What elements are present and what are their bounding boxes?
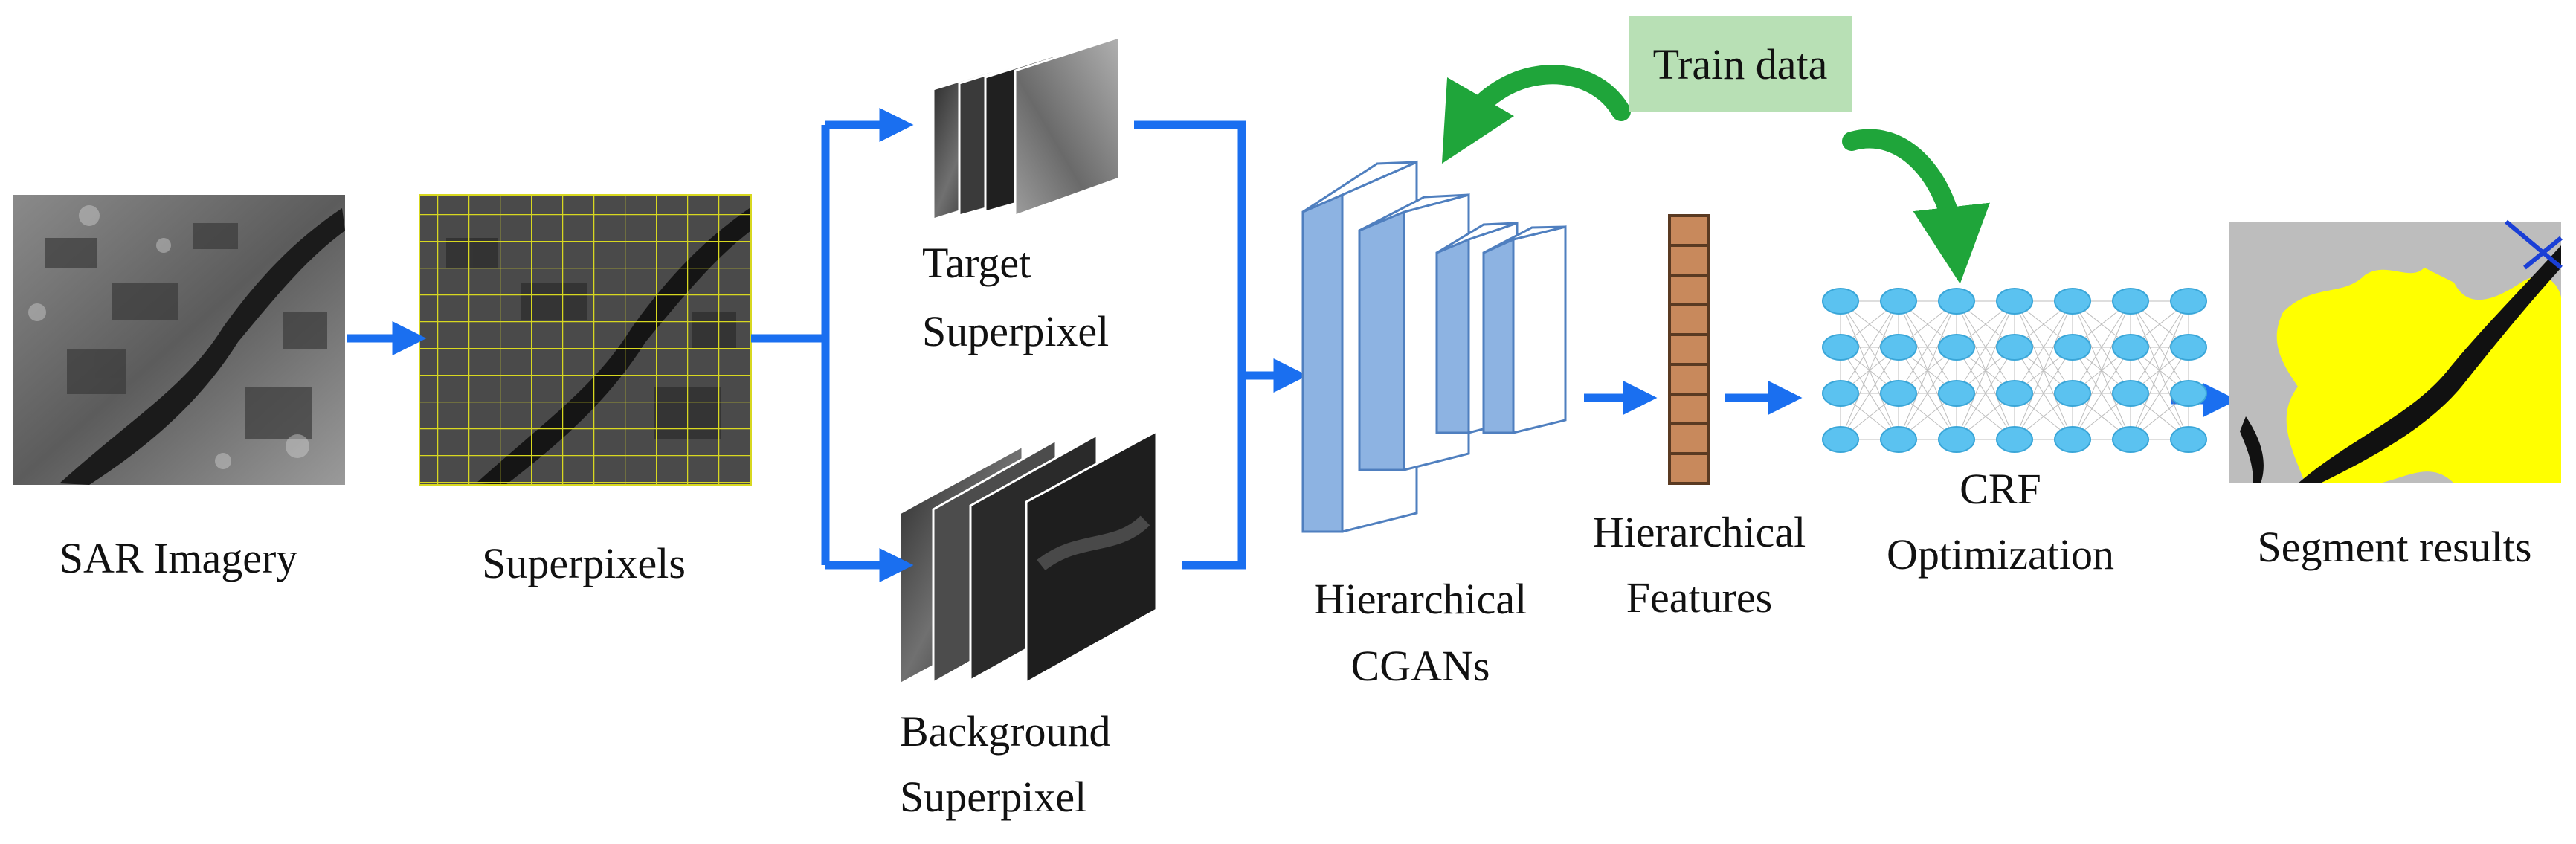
hierarchical-cgans-label-line2: CGANs xyxy=(1350,642,1490,690)
train-data-box: Train data xyxy=(1629,16,1852,112)
segment-results-image xyxy=(2229,219,2563,483)
crf-node xyxy=(2170,426,2207,453)
crf-node xyxy=(1880,426,1917,453)
crf-node xyxy=(1822,426,1859,453)
target-superpixel-label-line2: Superpixel xyxy=(922,307,1110,355)
crf-node xyxy=(2054,380,2091,407)
crf-node xyxy=(2170,380,2207,407)
superpixels-image xyxy=(419,194,752,486)
target-superpixel-label-line1: Target xyxy=(922,239,1031,287)
crf-node xyxy=(1938,426,1975,453)
crf-node xyxy=(2170,288,2207,315)
sar-imagery-label: SAR Imagery xyxy=(59,534,298,582)
target-superpixel-stack xyxy=(932,35,1121,222)
crf-node xyxy=(1996,288,2033,315)
flow-arrows xyxy=(347,107,2238,583)
crf-node xyxy=(1880,380,1917,407)
hierarchical-cgans-label-line1: Hierarchical xyxy=(1313,575,1527,623)
crf-network[interactable] xyxy=(1822,288,2207,453)
feedback-arrow-to-crf xyxy=(1842,129,1990,284)
merge-branch xyxy=(1134,120,1246,570)
crf-node xyxy=(2054,334,2091,361)
crf-node xyxy=(1996,426,2033,453)
background-superpixel-label-line1: Background xyxy=(900,707,1111,756)
train-feedback-arrows xyxy=(1441,65,1990,284)
crf-node xyxy=(2112,426,2149,453)
crf-node xyxy=(2112,334,2149,361)
split-branch xyxy=(751,125,830,565)
crf-node xyxy=(1996,380,2033,407)
crf-node xyxy=(1822,334,1859,361)
crf-node xyxy=(1938,380,1975,407)
crf-node xyxy=(1938,334,1975,361)
hierarchical-features-label-line2: Features xyxy=(1626,573,1773,622)
crf-node xyxy=(1880,334,1917,361)
crf-node xyxy=(1938,288,1975,315)
crf-node xyxy=(2054,426,2091,453)
crf-node xyxy=(1880,288,1917,315)
background-superpixel-stack xyxy=(898,429,1158,686)
sar-imagery-image xyxy=(13,195,345,485)
segment-results-label: Segment results xyxy=(2257,523,2532,571)
crf-node xyxy=(2112,288,2149,315)
crf-label-line2: Optimization xyxy=(1886,530,2115,579)
crf-node xyxy=(2112,380,2149,407)
background-superpixel-label-line2: Superpixel xyxy=(900,773,1087,821)
crf-node xyxy=(2054,288,2091,315)
crf-node xyxy=(1822,288,1859,315)
superpixels-label: Superpixels xyxy=(482,539,686,587)
train-data-label: Train data xyxy=(1652,39,1828,88)
hierarchical-features-label-line1: Hierarchical xyxy=(1592,508,1806,556)
crf-node xyxy=(2170,334,2207,361)
feature-column xyxy=(1668,214,1710,485)
crf-node xyxy=(1822,380,1859,407)
cgan-blocks xyxy=(1301,160,1567,533)
feedback-arrow-to-cgans xyxy=(1441,65,1631,164)
crf-node xyxy=(1996,334,2033,361)
crf-label-line1: CRF xyxy=(1960,465,2041,513)
